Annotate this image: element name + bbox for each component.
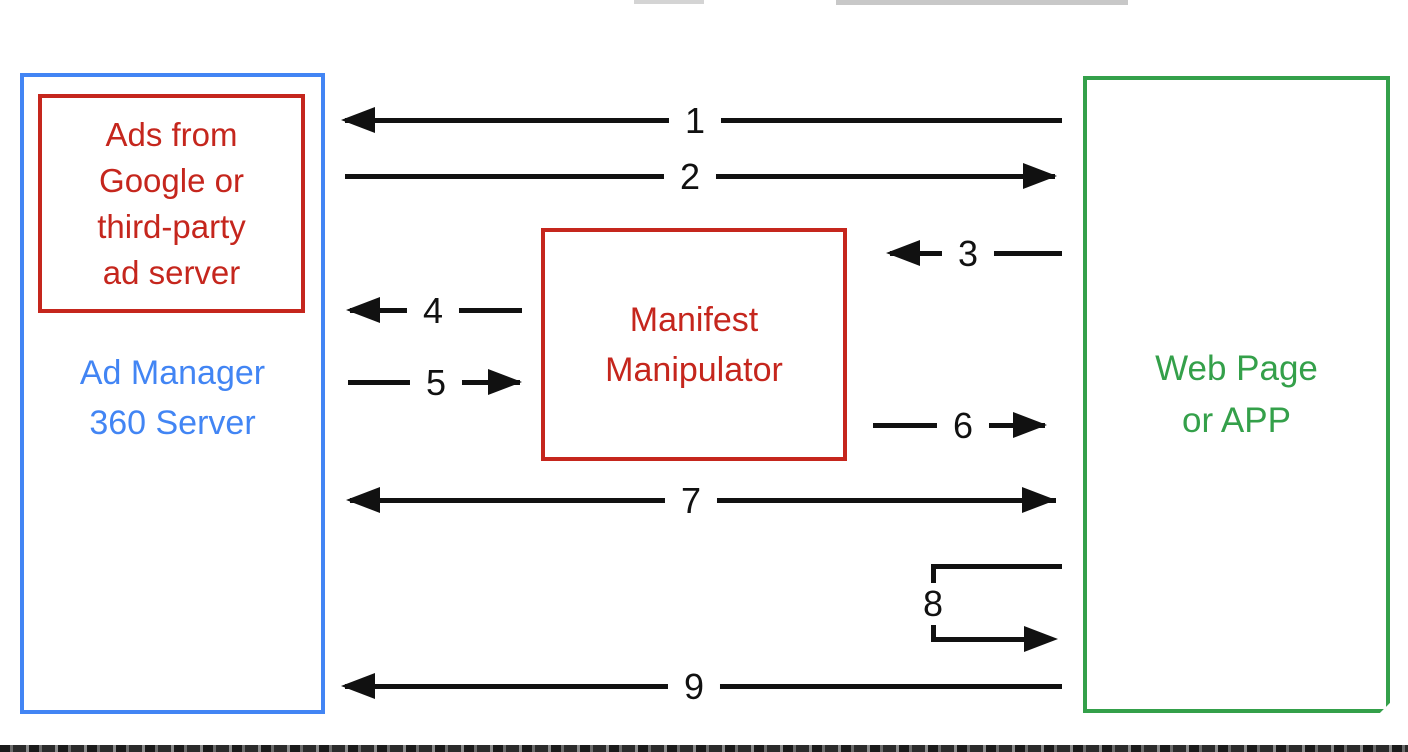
top-edge-artifact <box>836 0 1128 5</box>
server-label-line-1: Ad Manager <box>79 354 266 392</box>
arrow-5-label: 5 <box>409 362 463 404</box>
arrow-9-left-head <box>341 673 375 699</box>
arrow-4-label: 4 <box>406 290 460 332</box>
ads-box-line-3: third-party <box>97 207 246 245</box>
web-page-label-line-1: Web Page <box>1155 348 1318 388</box>
web-page-label: Web Page or APP <box>1155 343 1318 447</box>
web-page-label-line-2: or APP <box>1182 400 1291 440</box>
arrow-4-left-head <box>346 297 380 323</box>
arrow-6-label: 6 <box>936 405 990 447</box>
arrow-9-label: 9 <box>667 666 721 708</box>
ad-manager-server-box: Ads from Google or third-party ad server… <box>20 73 325 714</box>
arrow-2-right-head <box>1023 163 1057 189</box>
arrow-8-bottom-line <box>931 637 1043 642</box>
server-label-line-2: 360 Server <box>89 404 256 442</box>
manipulator-label-line-1: Manifest <box>629 300 759 339</box>
arrow-2-label: 2 <box>663 156 717 198</box>
arrow-3-label: 3 <box>941 233 995 275</box>
arrow-8-right-head <box>1024 626 1058 652</box>
arrow-8-label: 8 <box>906 583 960 625</box>
manifest-manipulator-box: Manifest Manipulator <box>541 228 847 461</box>
arrow-3-left-head <box>886 240 920 266</box>
ads-box-line-2: Google or <box>99 161 244 199</box>
arrow-7-label: 7 <box>664 480 718 522</box>
bottom-noise-artifact <box>0 745 1408 752</box>
manipulator-label-line-2: Manipulator <box>605 350 783 389</box>
arrow-6-right-head <box>1013 412 1047 438</box>
ad-manager-server-label: Ad Manager 360 Server <box>24 348 321 448</box>
ads-box-line-1: Ads from <box>105 115 238 153</box>
top-edge-artifact <box>634 0 704 4</box>
arrow-8-top-line <box>931 564 1062 569</box>
arrow-1-label: 1 <box>668 100 722 142</box>
arrow-5-right-head <box>488 369 522 395</box>
ads-box-line-4: ad server <box>102 253 241 291</box>
arrow-1-left-head <box>341 107 375 133</box>
web-page-box: Web Page or APP <box>1083 76 1390 713</box>
ads-source-box: Ads from Google or third-party ad server <box>38 94 305 313</box>
arrow-7-left-head <box>346 487 380 513</box>
arrow-7-right-head <box>1022 487 1056 513</box>
